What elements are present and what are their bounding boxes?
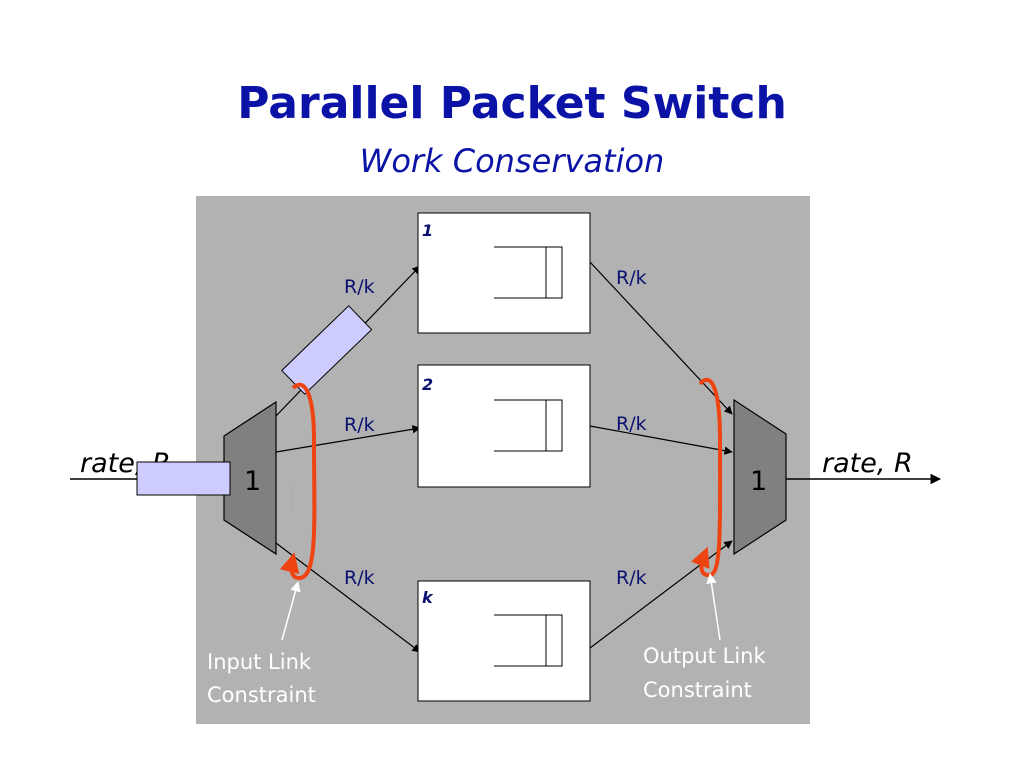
input-port-label: 1 [244,466,261,497]
link-out-layer-2 [589,425,733,455]
rate-label-in-2: R/k [344,414,375,436]
link-in-layer-k [275,542,421,653]
layer-box-1: 1 [417,212,591,334]
layer-box-2: 2 [417,364,591,488]
rate-label-out-k: R/k [616,567,647,589]
layer-box-k: k [417,580,591,702]
layer-label: 2 [422,375,433,394]
output-constraint-arc [691,377,723,578]
rate-label-in-1: R/k [344,276,375,298]
link-out-layer-1 [589,261,733,415]
packet-arriving [136,461,231,496]
link-in-layer-2 [275,425,421,453]
output-mux [733,398,787,556]
rate-label-out-2: R/k [616,413,647,435]
layer-label: 1 [422,221,433,240]
input-constraint-arc [279,382,317,581]
output-rate-label: rate, R [822,448,913,479]
output-port-label: 1 [750,466,767,497]
input-callout-pointer [281,580,301,641]
output-constraint-line1: Output Link [643,644,766,668]
output-constraint-line2: Constraint [643,678,752,702]
output-callout-pointer [706,572,721,641]
input-constraint-line1: Input Link [207,650,312,674]
slide-title: Parallel Packet Switch [237,78,787,129]
layer-label: k [422,588,434,607]
input-constraint-line2: Constraint [207,683,316,707]
packet-in-transit [281,305,373,395]
rate-label-in-k: R/k [344,567,375,589]
rate-label-out-1: R/k [616,267,647,289]
slide-subtitle: Work Conservation [359,142,665,180]
